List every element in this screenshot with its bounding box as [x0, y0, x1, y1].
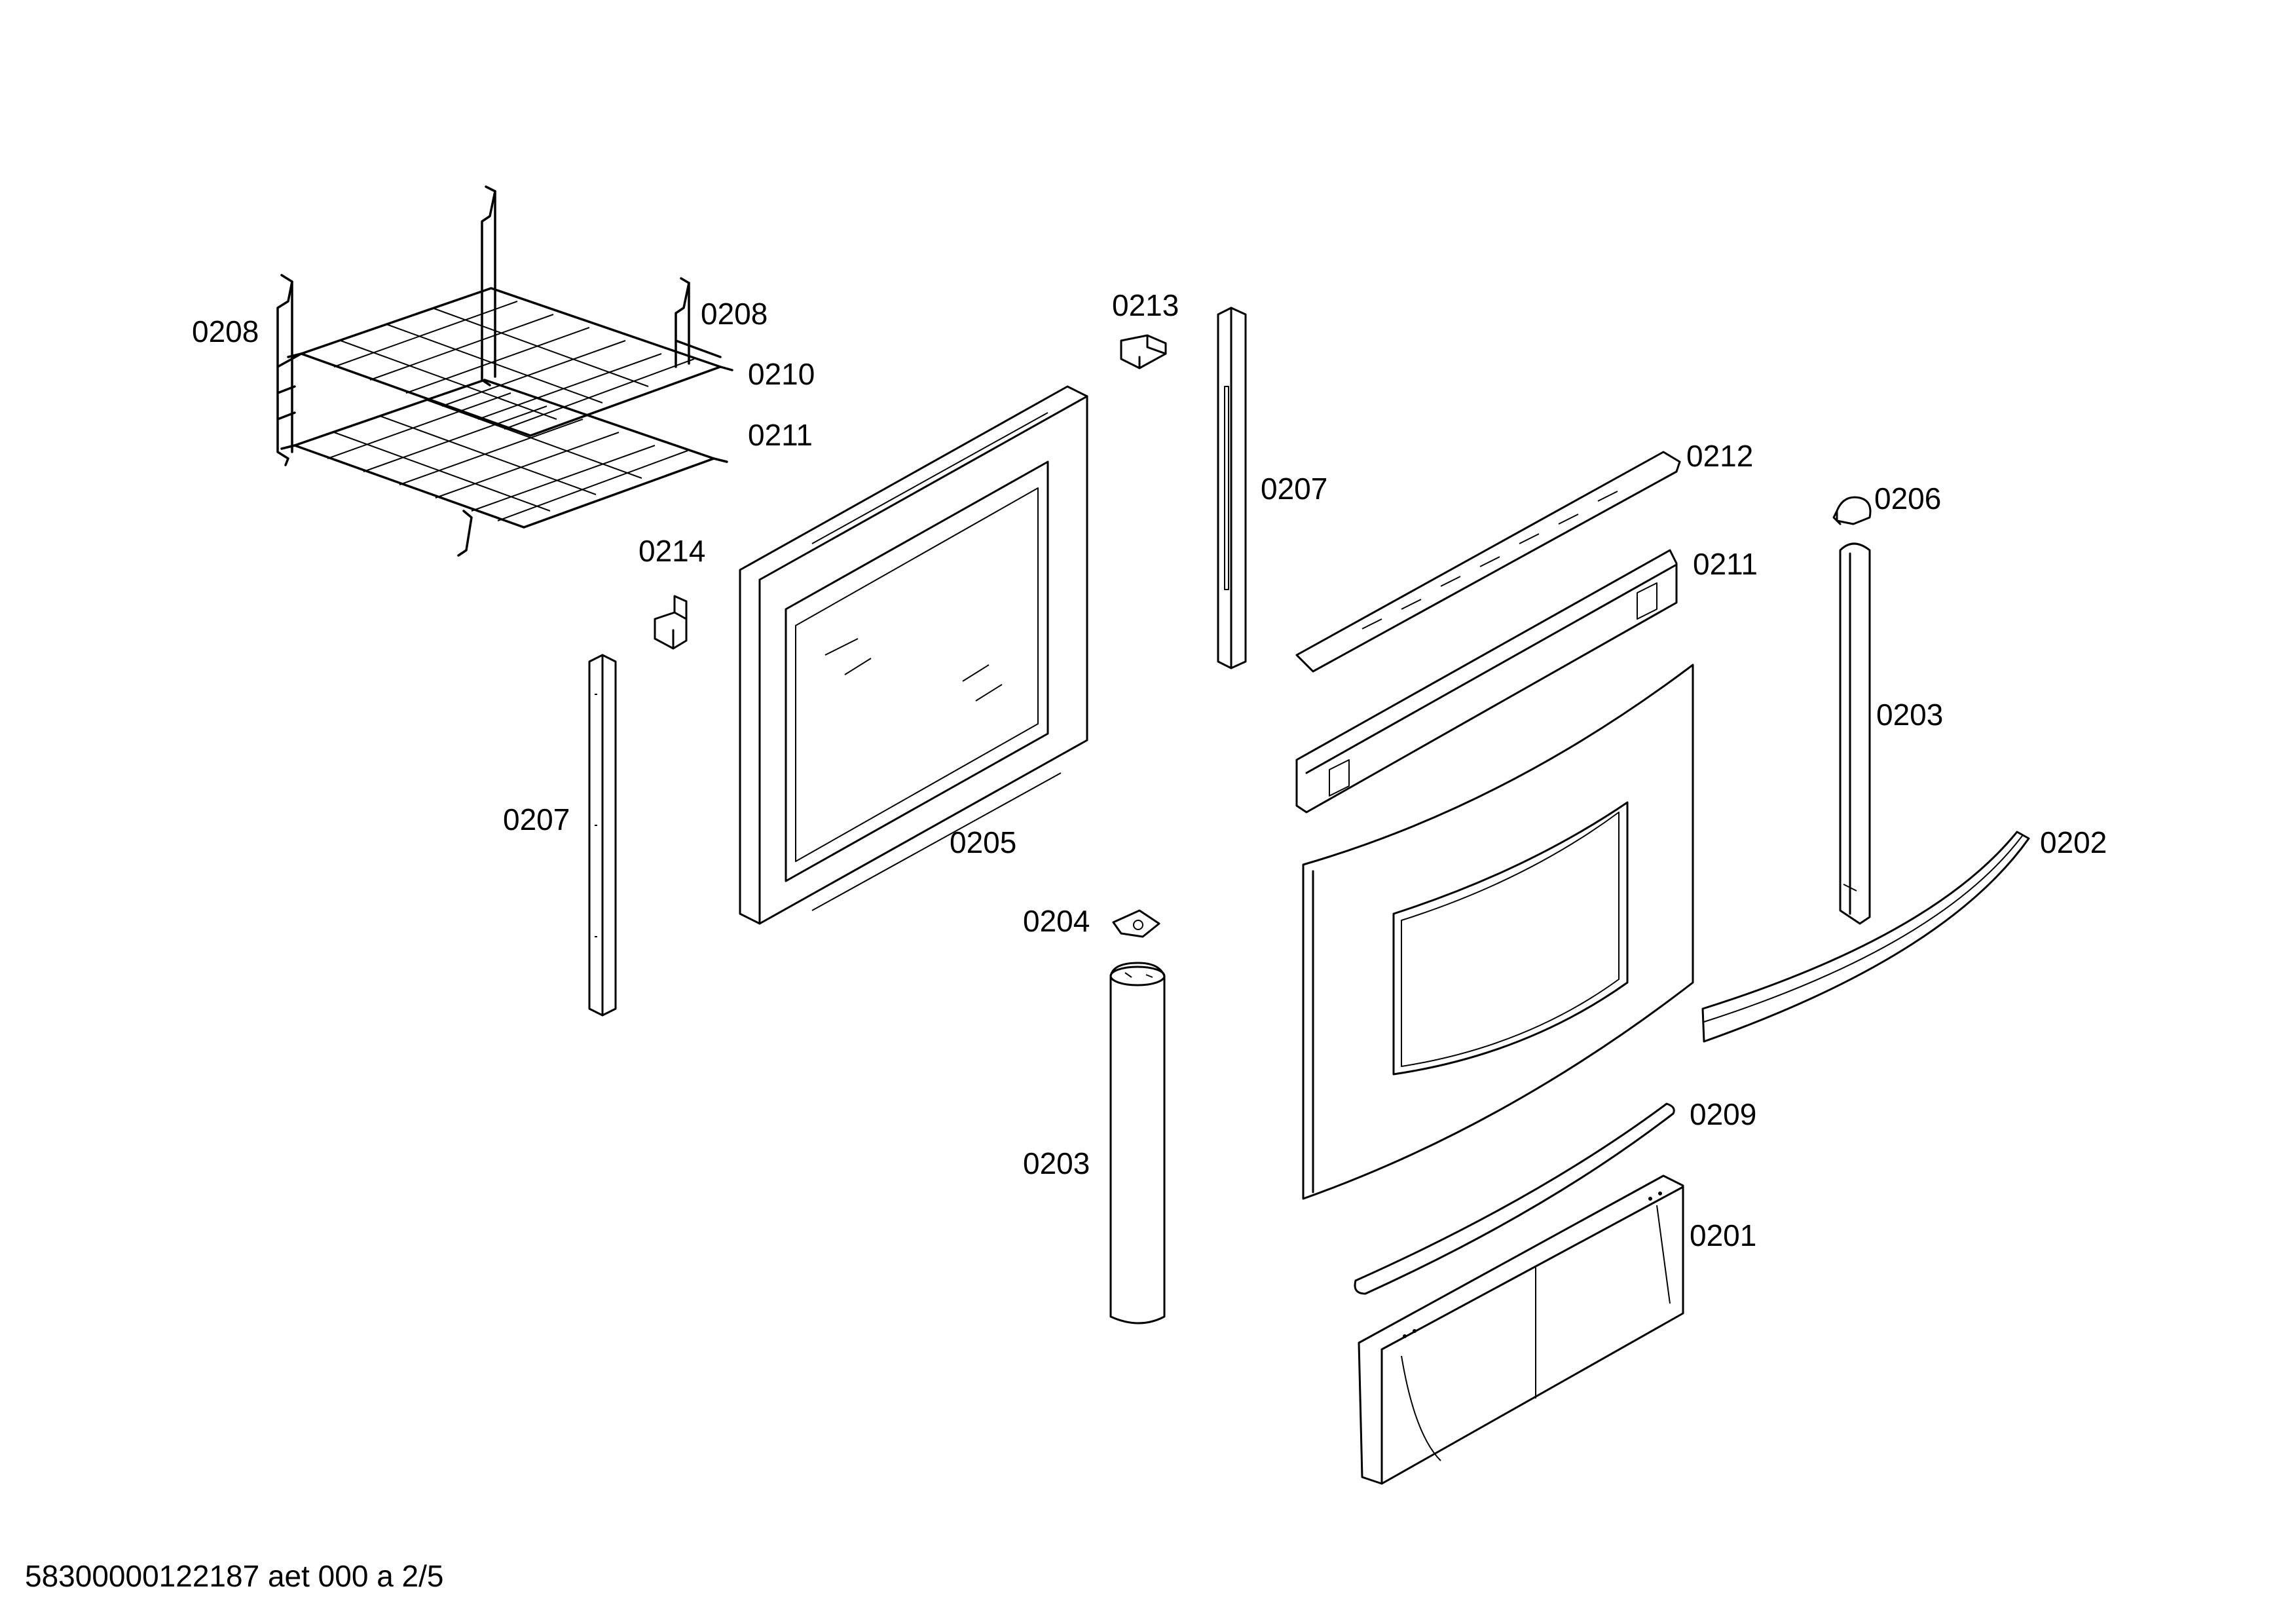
label-0213: 0213 [1112, 288, 1179, 322]
handle-arc-0202 [1701, 831, 2030, 1043]
label-0208-left: 0208 [192, 314, 259, 348]
handle-holder-0206 [1832, 496, 1872, 525]
label-0207-left: 0207 [503, 802, 570, 836]
hinge-bracket-0214 [654, 595, 688, 650]
side-strip-0207-left [588, 654, 617, 1017]
outer-door-panel [1302, 664, 1694, 1200]
label-0202: 0202 [2040, 825, 2107, 859]
label-0207-right: 0207 [1261, 472, 1327, 506]
label-0206: 0206 [1874, 481, 1941, 516]
part-labels: 0208 0208 0210 0211 0213 0207 0214 0207 … [192, 288, 2107, 1252]
small-bracket-0204 [1112, 909, 1160, 938]
column-0203-right [1839, 542, 1871, 925]
drawer-front-0201 [1358, 1174, 1684, 1485]
oven-racks-assembly [276, 185, 733, 557]
lower-strip-0209 [1354, 1102, 1675, 1295]
label-0211-rack: 0211 [748, 418, 813, 452]
label-0214: 0214 [639, 534, 705, 568]
vent-frame-0211 [1295, 549, 1678, 814]
label-0203-left: 0203 [1023, 1146, 1090, 1180]
document-id-footer: 58300000122187 aet 000 a 2/5 [25, 1559, 444, 1593]
label-0209: 0209 [1690, 1097, 1756, 1131]
inner-door-frame-0205 [739, 385, 1088, 925]
label-0212: 0212 [1686, 439, 1753, 473]
column-0203-left [1109, 962, 1166, 1324]
label-0204: 0204 [1023, 904, 1090, 938]
label-0208-right: 0208 [701, 297, 768, 331]
label-0210: 0210 [748, 357, 815, 391]
label-0201: 0201 [1690, 1218, 1756, 1252]
label-0203-right: 0203 [1876, 698, 1943, 732]
hinge-bracket-0213 [1120, 334, 1167, 369]
label-0211-frame: 0211 [1693, 547, 1758, 581]
label-0205: 0205 [950, 825, 1016, 859]
top-profile-0212 [1295, 451, 1681, 673]
side-strip-0207-right [1217, 307, 1247, 669]
